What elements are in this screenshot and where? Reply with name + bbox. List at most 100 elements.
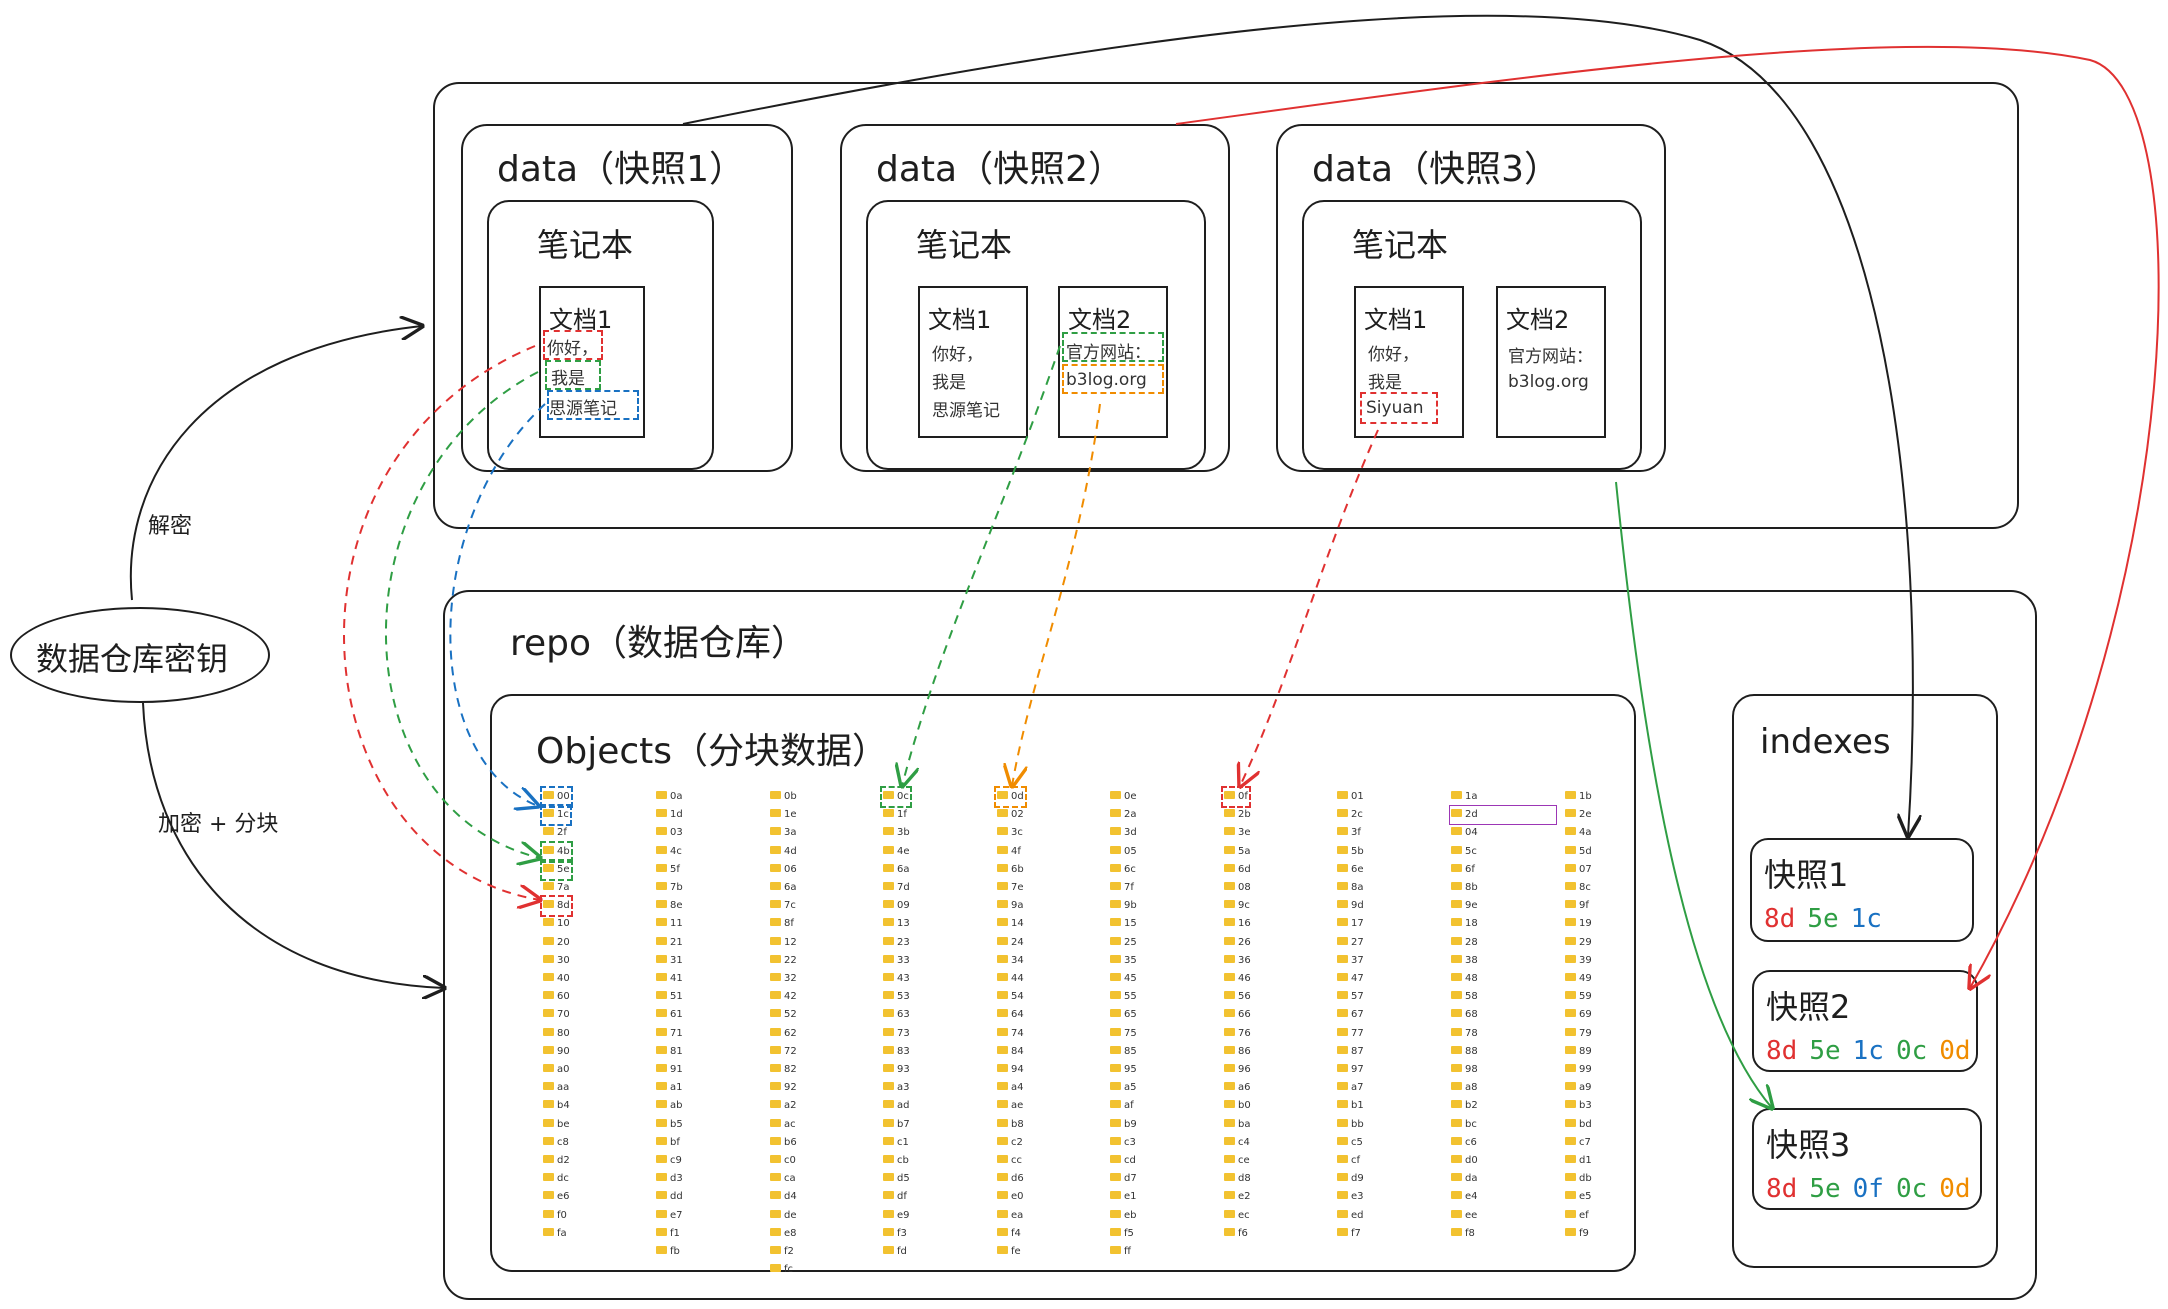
object-folder-25[interactable]: 25 <box>1110 935 1137 951</box>
object-folder-b9[interactable]: b9 <box>1110 1117 1137 1133</box>
object-folder-4c[interactable]: 4c <box>656 844 682 860</box>
object-folder-2f[interactable]: 2f <box>543 825 567 841</box>
object-folder-47[interactable]: 47 <box>1337 971 1364 987</box>
object-folder-95[interactable]: 95 <box>1110 1062 1137 1078</box>
object-folder-2c[interactable]: 2c <box>1337 807 1363 823</box>
object-folder-dc[interactable]: dc <box>543 1171 569 1187</box>
object-folder-4b[interactable]: 4b <box>540 840 573 863</box>
object-folder-5c[interactable]: 5c <box>1451 844 1477 860</box>
object-folder-0c[interactable]: 0c <box>880 786 912 808</box>
object-folder-bf[interactable]: bf <box>656 1135 680 1151</box>
object-folder-ff[interactable]: ff <box>1110 1244 1131 1260</box>
object-folder-84[interactable]: 84 <box>997 1044 1024 1060</box>
object-folder-2b[interactable]: 2b <box>1224 807 1251 823</box>
object-folder-12[interactable]: 12 <box>770 935 797 951</box>
object-folder-6d[interactable]: 6d <box>1224 862 1251 878</box>
object-folder-97[interactable]: 97 <box>1337 1062 1364 1078</box>
object-folder-1e[interactable]: 1e <box>770 807 797 823</box>
object-folder-4e[interactable]: 4e <box>883 844 910 860</box>
object-folder-cb[interactable]: cb <box>883 1153 909 1169</box>
object-folder-85[interactable]: 85 <box>1110 1044 1137 1060</box>
object-folder-ef[interactable]: ef <box>1565 1208 1589 1224</box>
object-folder-be[interactable]: be <box>543 1117 570 1133</box>
object-folder-21[interactable]: 21 <box>656 935 683 951</box>
object-folder-19[interactable]: 19 <box>1565 916 1592 932</box>
object-folder-cc[interactable]: cc <box>997 1153 1022 1169</box>
object-folder-7e[interactable]: 7e <box>997 880 1024 896</box>
object-folder-f7[interactable]: f7 <box>1337 1226 1361 1242</box>
object-folder-e6[interactable]: e6 <box>543 1189 570 1205</box>
object-folder-ec[interactable]: ec <box>1224 1208 1250 1224</box>
object-folder-f8[interactable]: f8 <box>1451 1226 1475 1242</box>
object-folder-c0[interactable]: c0 <box>770 1153 796 1169</box>
object-folder-00[interactable]: 00 <box>540 786 573 808</box>
object-folder-e7[interactable]: e7 <box>656 1208 683 1224</box>
object-folder-ae[interactable]: ae <box>997 1098 1023 1114</box>
object-folder-a6[interactable]: a6 <box>1224 1080 1251 1096</box>
object-folder-62[interactable]: 62 <box>770 1026 797 1042</box>
object-folder-66[interactable]: 66 <box>1224 1007 1251 1023</box>
object-folder-92[interactable]: 92 <box>770 1080 797 1096</box>
object-folder-13[interactable]: 13 <box>883 916 910 932</box>
object-folder-01[interactable]: 01 <box>1337 789 1364 805</box>
object-folder-74[interactable]: 74 <box>997 1026 1024 1042</box>
object-folder-16[interactable]: 16 <box>1224 916 1251 932</box>
object-folder-2e[interactable]: 2e <box>1565 807 1592 823</box>
object-folder-99[interactable]: 99 <box>1565 1062 1592 1078</box>
object-folder-73[interactable]: 73 <box>883 1026 910 1042</box>
object-folder-1b[interactable]: 1b <box>1565 789 1592 805</box>
object-folder-43[interactable]: 43 <box>883 971 910 987</box>
object-folder-ac[interactable]: ac <box>770 1117 796 1133</box>
object-folder-26[interactable]: 26 <box>1224 935 1251 951</box>
object-folder-c5[interactable]: c5 <box>1337 1135 1363 1151</box>
object-folder-61[interactable]: 61 <box>656 1007 683 1023</box>
object-folder-bd[interactable]: bd <box>1565 1117 1592 1133</box>
object-folder-69[interactable]: 69 <box>1565 1007 1592 1023</box>
object-folder-b6[interactable]: b6 <box>770 1135 797 1151</box>
object-folder-3d[interactable]: 3d <box>1110 825 1137 841</box>
object-folder-4d[interactable]: 4d <box>770 844 797 860</box>
object-folder-b3[interactable]: b3 <box>1565 1098 1592 1114</box>
object-folder-55[interactable]: 55 <box>1110 989 1137 1005</box>
object-folder-51[interactable]: 51 <box>656 989 683 1005</box>
object-folder-28[interactable]: 28 <box>1451 935 1478 951</box>
object-folder-1c[interactable]: 1c <box>540 804 572 827</box>
object-folder-18[interactable]: 18 <box>1451 916 1478 932</box>
object-folder-c7[interactable]: c7 <box>1565 1135 1591 1151</box>
object-folder-1a[interactable]: 1a <box>1451 789 1478 805</box>
object-folder-e4[interactable]: e4 <box>1451 1189 1478 1205</box>
object-folder-30[interactable]: 30 <box>543 953 570 969</box>
object-folder-10[interactable]: 10 <box>543 916 570 932</box>
object-folder-a7[interactable]: a7 <box>1337 1080 1364 1096</box>
object-folder-57[interactable]: 57 <box>1337 989 1364 1005</box>
object-folder-8d[interactable]: 8d <box>540 895 573 918</box>
object-folder-5e[interactable]: 5e <box>540 858 573 881</box>
object-folder-b4[interactable]: b4 <box>543 1098 570 1114</box>
object-folder-24[interactable]: 24 <box>997 935 1024 951</box>
object-folder-93[interactable]: 93 <box>883 1062 910 1078</box>
object-folder-44[interactable]: 44 <box>997 971 1024 987</box>
object-folder-a4[interactable]: a4 <box>997 1080 1024 1096</box>
object-folder-54[interactable]: 54 <box>997 989 1024 1005</box>
object-folder-8a[interactable]: 8a <box>1337 880 1364 896</box>
object-folder-7b[interactable]: 7b <box>656 880 683 896</box>
object-folder-9c[interactable]: 9c <box>1224 898 1250 914</box>
object-folder-83[interactable]: 83 <box>883 1044 910 1060</box>
object-folder-d7[interactable]: d7 <box>1110 1171 1137 1187</box>
object-folder-52[interactable]: 52 <box>770 1007 797 1023</box>
object-folder-d5[interactable]: d5 <box>883 1171 910 1187</box>
object-folder-86[interactable]: 86 <box>1224 1044 1251 1060</box>
object-folder-53[interactable]: 53 <box>883 989 910 1005</box>
object-folder-ba[interactable]: ba <box>1224 1117 1250 1133</box>
object-folder-98[interactable]: 98 <box>1451 1062 1478 1078</box>
object-folder-79[interactable]: 79 <box>1565 1026 1592 1042</box>
object-folder-6a[interactable]: 6a <box>770 880 797 896</box>
object-folder-75[interactable]: 75 <box>1110 1026 1137 1042</box>
object-folder-36[interactable]: 36 <box>1224 953 1251 969</box>
object-folder-a0[interactable]: a0 <box>543 1062 570 1078</box>
object-folder-32[interactable]: 32 <box>770 971 797 987</box>
object-folder-8c[interactable]: 8c <box>1565 880 1591 896</box>
object-folder-d4[interactable]: d4 <box>770 1189 797 1205</box>
object-folder-1f[interactable]: 1f <box>883 807 907 823</box>
object-folder-ab[interactable]: ab <box>656 1098 682 1114</box>
